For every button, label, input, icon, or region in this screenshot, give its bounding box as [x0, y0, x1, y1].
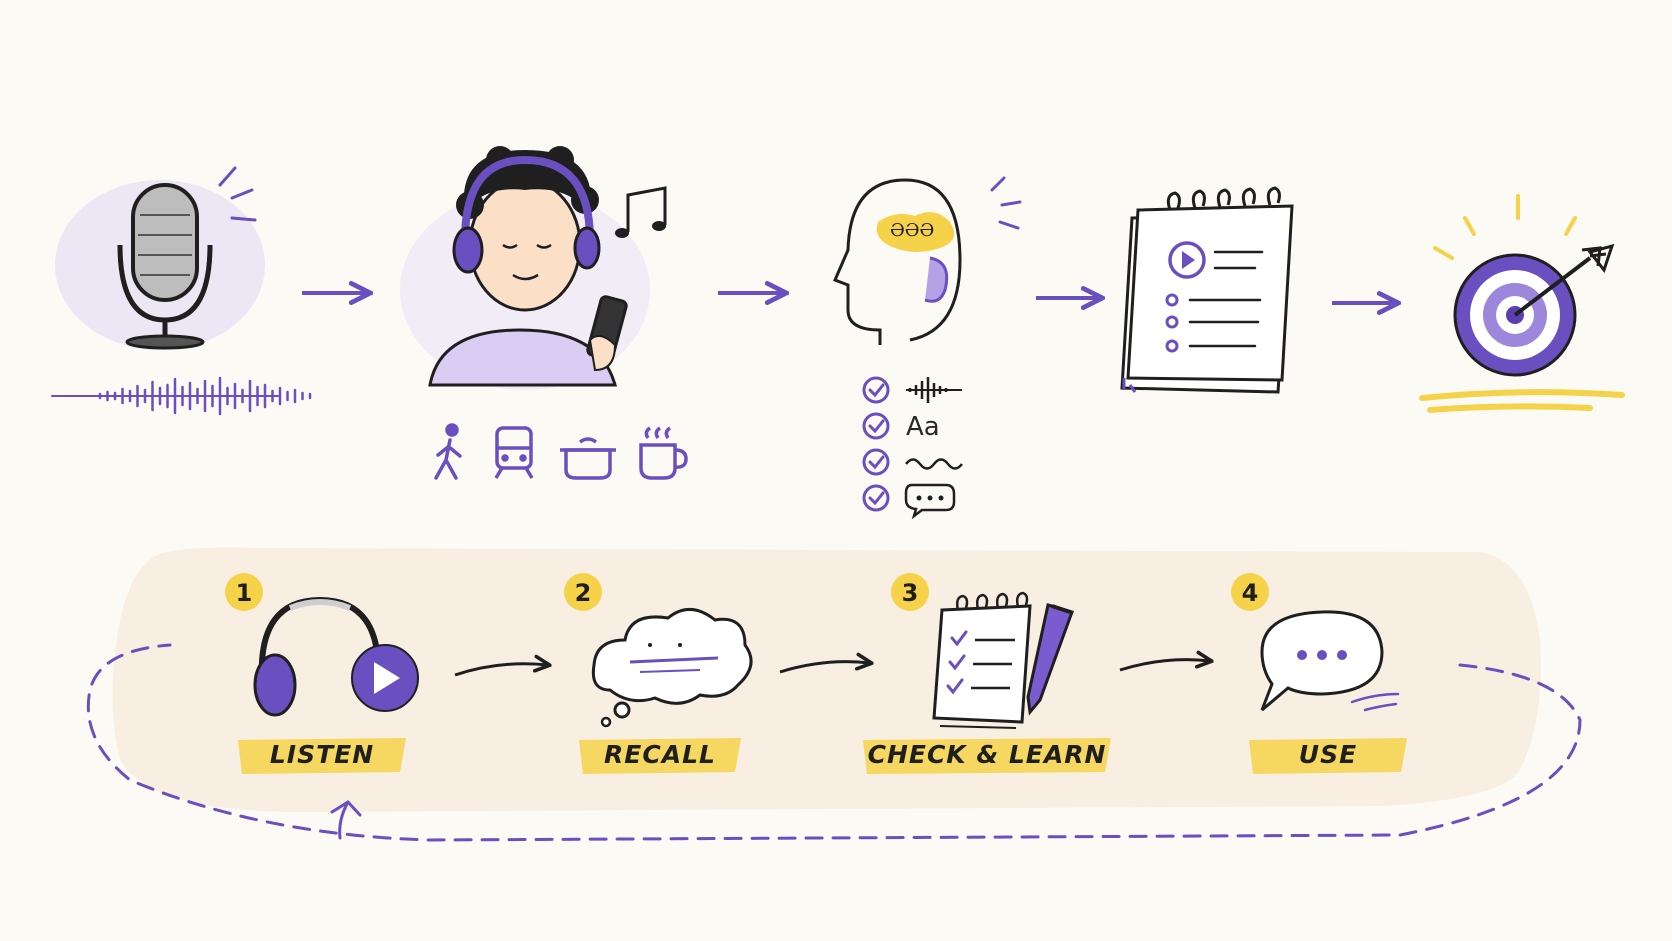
step-label: RECALL — [604, 740, 716, 769]
speech-bubble-icon — [1260, 610, 1400, 712]
check-mark-icon — [868, 455, 885, 470]
speech-dots-icon — [904, 483, 956, 520]
checklist-item — [862, 376, 962, 404]
walking-person-icon — [434, 423, 462, 480]
cycle-arrow-2-3 — [779, 662, 870, 674]
notepad-pen-icon — [932, 591, 1074, 729]
label-highlight — [579, 738, 741, 774]
check-circle-icon — [862, 484, 890, 512]
cooking-pot-icon — [560, 437, 616, 480]
step-number: 3 — [902, 579, 919, 607]
waveform-icon — [906, 377, 962, 403]
step-number: 1 — [236, 579, 253, 607]
headphones-play-icon — [253, 596, 419, 717]
step-label: USE — [1299, 740, 1357, 769]
cycle-return-arrow — [330, 800, 362, 840]
coffee-cup-icon — [639, 426, 688, 480]
train-icon — [494, 426, 534, 479]
check-mark-icon — [868, 491, 885, 506]
brain-text: ƏƏƏ — [890, 220, 934, 241]
step-label: CHECK & LEARN — [868, 740, 1107, 769]
checklist-item — [862, 483, 956, 520]
label-highlight — [863, 738, 1111, 774]
notepad-icon — [1120, 186, 1294, 394]
step-number-badge — [564, 573, 602, 611]
head-ear-icon: ƏƏƏ — [833, 176, 1022, 345]
checklist: Aa — [862, 376, 963, 520]
step-number: 4 — [1242, 579, 1259, 607]
check-circle-icon — [862, 448, 890, 476]
thought-cloud-icon — [591, 608, 753, 728]
label-highlight — [1249, 738, 1407, 774]
microphone-icon — [55, 166, 265, 350]
check-circle-icon — [862, 412, 890, 440]
check-mark-icon — [868, 383, 885, 398]
step-number-badge — [1231, 573, 1269, 611]
checklist-item: Aa — [862, 412, 940, 442]
target-icon — [1419, 194, 1625, 413]
waveform-icon — [51, 376, 312, 416]
cycle-arrow-3-4 — [1119, 660, 1210, 672]
headphone-listener-icon — [400, 146, 667, 390]
cycle-arrow-1-2 — [454, 664, 548, 677]
step-number: 2 — [575, 579, 592, 607]
cycle-loop-dashed — [86, 643, 1582, 842]
step-number-badge — [891, 573, 929, 611]
checklist-text: Aa — [906, 412, 940, 442]
check-mark-icon — [868, 419, 885, 434]
step-number-badge — [225, 573, 263, 611]
step-label: LISTEN — [270, 740, 374, 769]
cycle-panel — [112, 547, 1541, 812]
label-highlight — [238, 738, 406, 774]
letters-icon: Aa — [906, 412, 940, 442]
check-circle-icon — [862, 376, 890, 404]
squiggle-icon — [905, 458, 963, 470]
checklist-item — [862, 448, 963, 476]
